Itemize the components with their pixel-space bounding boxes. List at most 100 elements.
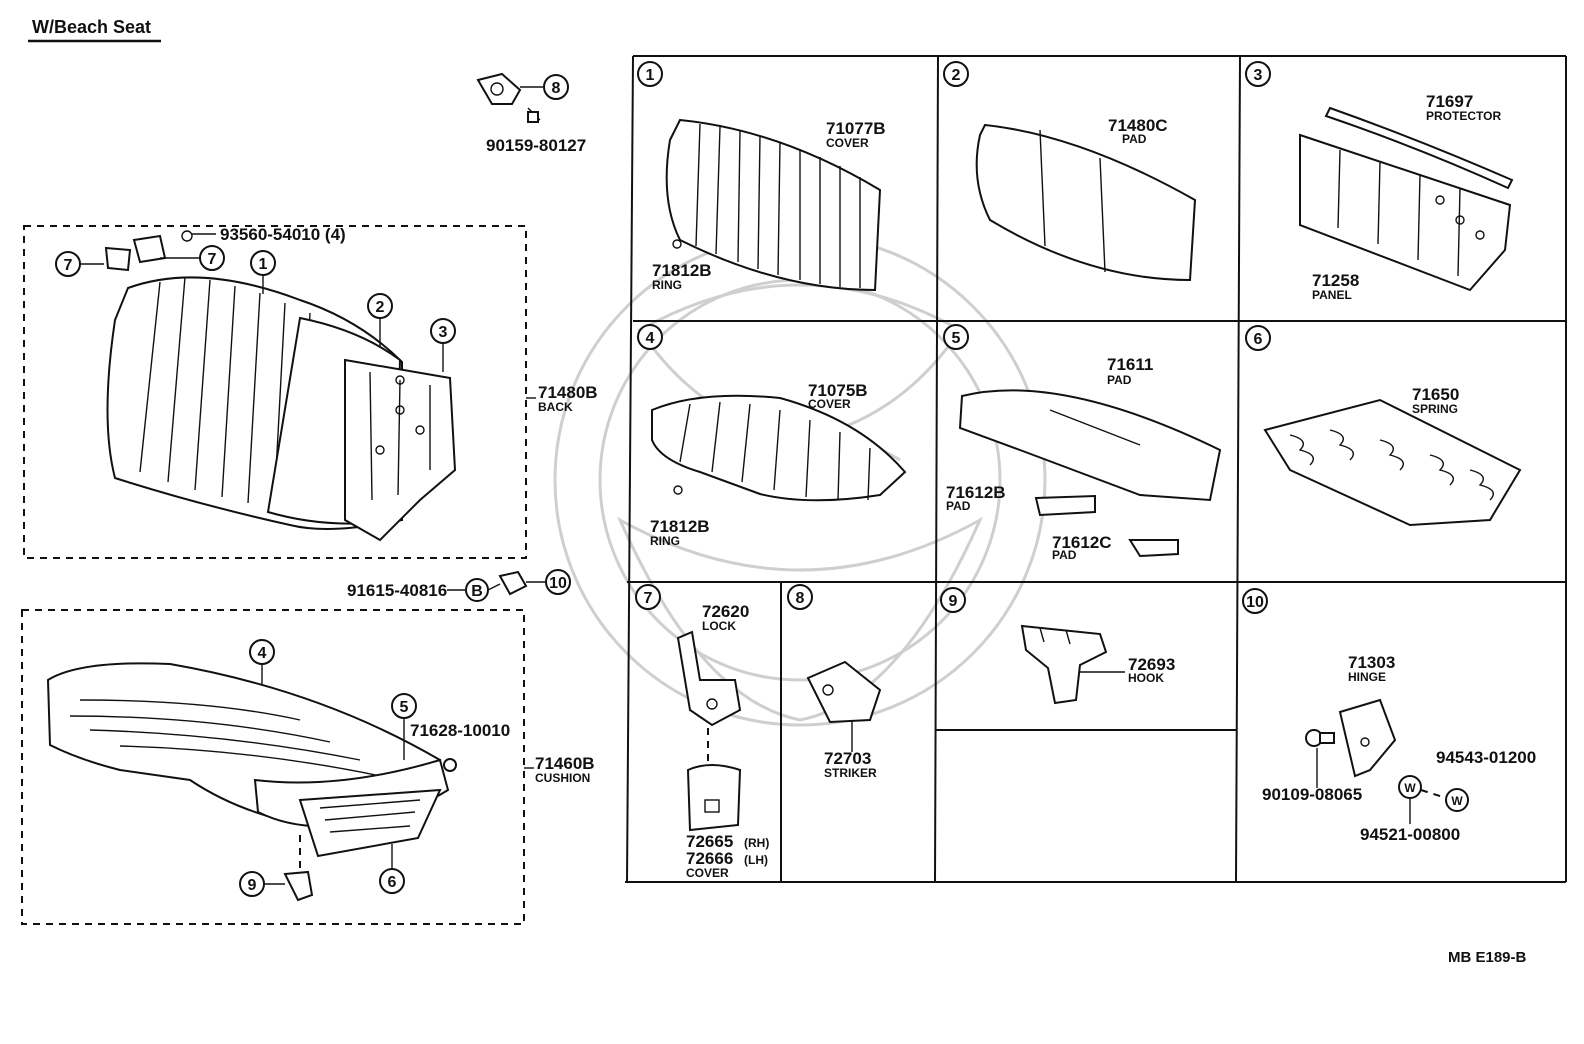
callout-8: 8 (520, 74, 569, 100)
callout-7a: 7 (55, 251, 104, 277)
svg-text:SPRING: SPRING (1412, 402, 1458, 416)
svg-text:72620: 72620 (702, 602, 749, 621)
part-90159-80127: 90159-80127 (486, 136, 586, 155)
svg-text:9: 9 (248, 877, 257, 894)
svg-text:1: 1 (646, 67, 655, 84)
svg-text:PAD: PAD (1107, 373, 1132, 387)
callout-6: 6 (379, 844, 405, 894)
overview-hinge: 91615-40816 B 10 (347, 569, 571, 602)
svg-text:W: W (1451, 794, 1463, 808)
callout-7b: 7 (160, 245, 225, 271)
svg-text:7: 7 (644, 590, 653, 607)
seat-cushion-drawing (46, 662, 457, 858)
callout-1: 1 (250, 250, 276, 294)
svg-text:10: 10 (1246, 594, 1264, 611)
svg-text:8: 8 (796, 590, 805, 607)
svg-text:1: 1 (259, 256, 268, 273)
cell-1: 1 71077B COVER 71812B RING (637, 61, 886, 292)
svg-text:94543-01200: 94543-01200 (1436, 748, 1536, 767)
svg-text:COVER: COVER (808, 397, 851, 411)
callout-2: 2 (367, 293, 393, 348)
svg-text:71077B: 71077B (826, 119, 886, 138)
svg-text:71628-10010: 71628-10010 (410, 721, 510, 740)
svg-text:COVER: COVER (826, 136, 869, 150)
svg-text:71697: 71697 (1426, 92, 1473, 111)
label-71480B: 71480B BACK (526, 383, 598, 414)
svg-text:71303: 71303 (1348, 653, 1395, 672)
svg-text:HOOK: HOOK (1128, 671, 1164, 685)
overview-striker (476, 72, 541, 123)
svg-text:(RH): (RH) (744, 836, 769, 850)
svg-text:5: 5 (952, 330, 961, 347)
cell-2: 2 71480C PAD (943, 61, 1197, 282)
svg-text:72665: 72665 (686, 832, 733, 851)
svg-text:71812B: 71812B (652, 261, 712, 280)
svg-text:RING: RING (650, 534, 680, 548)
svg-text:PAD: PAD (946, 499, 971, 513)
svg-text:7: 7 (208, 251, 217, 268)
cell-7: 7 72620 LOCK 72665 (RH) 72666 (LH) COVER (635, 584, 769, 880)
svg-text:STRIKER: STRIKER (824, 766, 877, 780)
svg-text:W: W (1404, 781, 1416, 795)
svg-text:72703: 72703 (824, 749, 871, 768)
title-block: W/Beach Seat (28, 17, 161, 43)
cell-6: 6 71650 SPRING (1245, 325, 1522, 527)
svg-text:PAD: PAD (1052, 548, 1077, 562)
svg-text:HINGE: HINGE (1348, 670, 1386, 684)
part-93560-54010: 93560-54010 (4) (220, 225, 346, 244)
svg-text:PANEL: PANEL (1312, 288, 1352, 302)
diagram-code: MB E189-B (1448, 949, 1527, 966)
svg-text:71611: 71611 (1107, 355, 1153, 374)
cell-4: 4 71075B COVER 71812B RING (637, 324, 907, 548)
svg-text:3: 3 (439, 324, 448, 341)
svg-text:(LH): (LH) (744, 853, 768, 867)
page-title: W/Beach Seat (32, 17, 151, 37)
svg-text:72666: 72666 (686, 849, 733, 868)
cell-10: 10 71303 HINGE 90109-08065 94543-01200 W… (1242, 588, 1536, 844)
cell-3: 3 71697 PROTECTOR 71258 PANEL (1245, 61, 1514, 302)
cell-8: 8 72703 STRIKER (787, 584, 882, 780)
svg-text:PAD: PAD (1122, 132, 1147, 146)
svg-text:PROTECTOR: PROTECTOR (1426, 109, 1501, 123)
cell-9: 9 72693 HOOK (940, 587, 1175, 705)
svg-text:LOCK: LOCK (702, 619, 736, 633)
svg-text:8: 8 (552, 80, 561, 97)
label-71460B: 71460B CUSHION (524, 754, 595, 785)
svg-text:4: 4 (646, 330, 655, 347)
svg-text:CUSHION: CUSHION (535, 771, 590, 785)
callout-5: 5 (391, 693, 417, 760)
seat-cushion-group (21, 609, 525, 925)
svg-text:94521-00800: 94521-00800 (1360, 825, 1460, 844)
svg-text:3: 3 (1254, 67, 1263, 84)
detail-grid (625, 55, 1567, 883)
svg-text:10: 10 (549, 575, 567, 592)
svg-text:6: 6 (1254, 331, 1263, 348)
bolt-and-lock (104, 230, 193, 272)
seat-back-drawing (106, 276, 457, 542)
label-71628-10010: 71628-10010 (410, 721, 510, 740)
callout-4: 4 (249, 639, 275, 684)
svg-text:4: 4 (258, 645, 267, 662)
svg-text:71075B: 71075B (808, 381, 868, 400)
callout-3: 3 (430, 318, 456, 372)
svg-text:90109-08065: 90109-08065 (1262, 785, 1362, 804)
svg-text:91615-40816: 91615-40816 (347, 581, 447, 600)
svg-text:2: 2 (376, 299, 385, 316)
svg-text:BACK: BACK (538, 400, 573, 414)
cell-5: 5 71611 PAD 71612B PAD 71612C PAD (943, 324, 1222, 562)
svg-text:71612C: 71612C (1052, 533, 1112, 552)
svg-text:71480B: 71480B (538, 383, 598, 402)
svg-text:5: 5 (400, 699, 409, 716)
svg-text:71612B: 71612B (946, 483, 1006, 502)
svg-text:71258: 71258 (1312, 271, 1359, 290)
svg-text:B: B (471, 583, 483, 600)
svg-text:71480C: 71480C (1108, 116, 1168, 135)
svg-text:72693: 72693 (1128, 655, 1175, 674)
svg-text:71812B: 71812B (650, 517, 710, 536)
seat-back-group (23, 225, 527, 559)
overview-hook-9: 9 (239, 835, 314, 902)
svg-text:6: 6 (388, 874, 397, 891)
svg-text:71460B: 71460B (535, 754, 595, 773)
svg-text:71650: 71650 (1412, 385, 1459, 404)
